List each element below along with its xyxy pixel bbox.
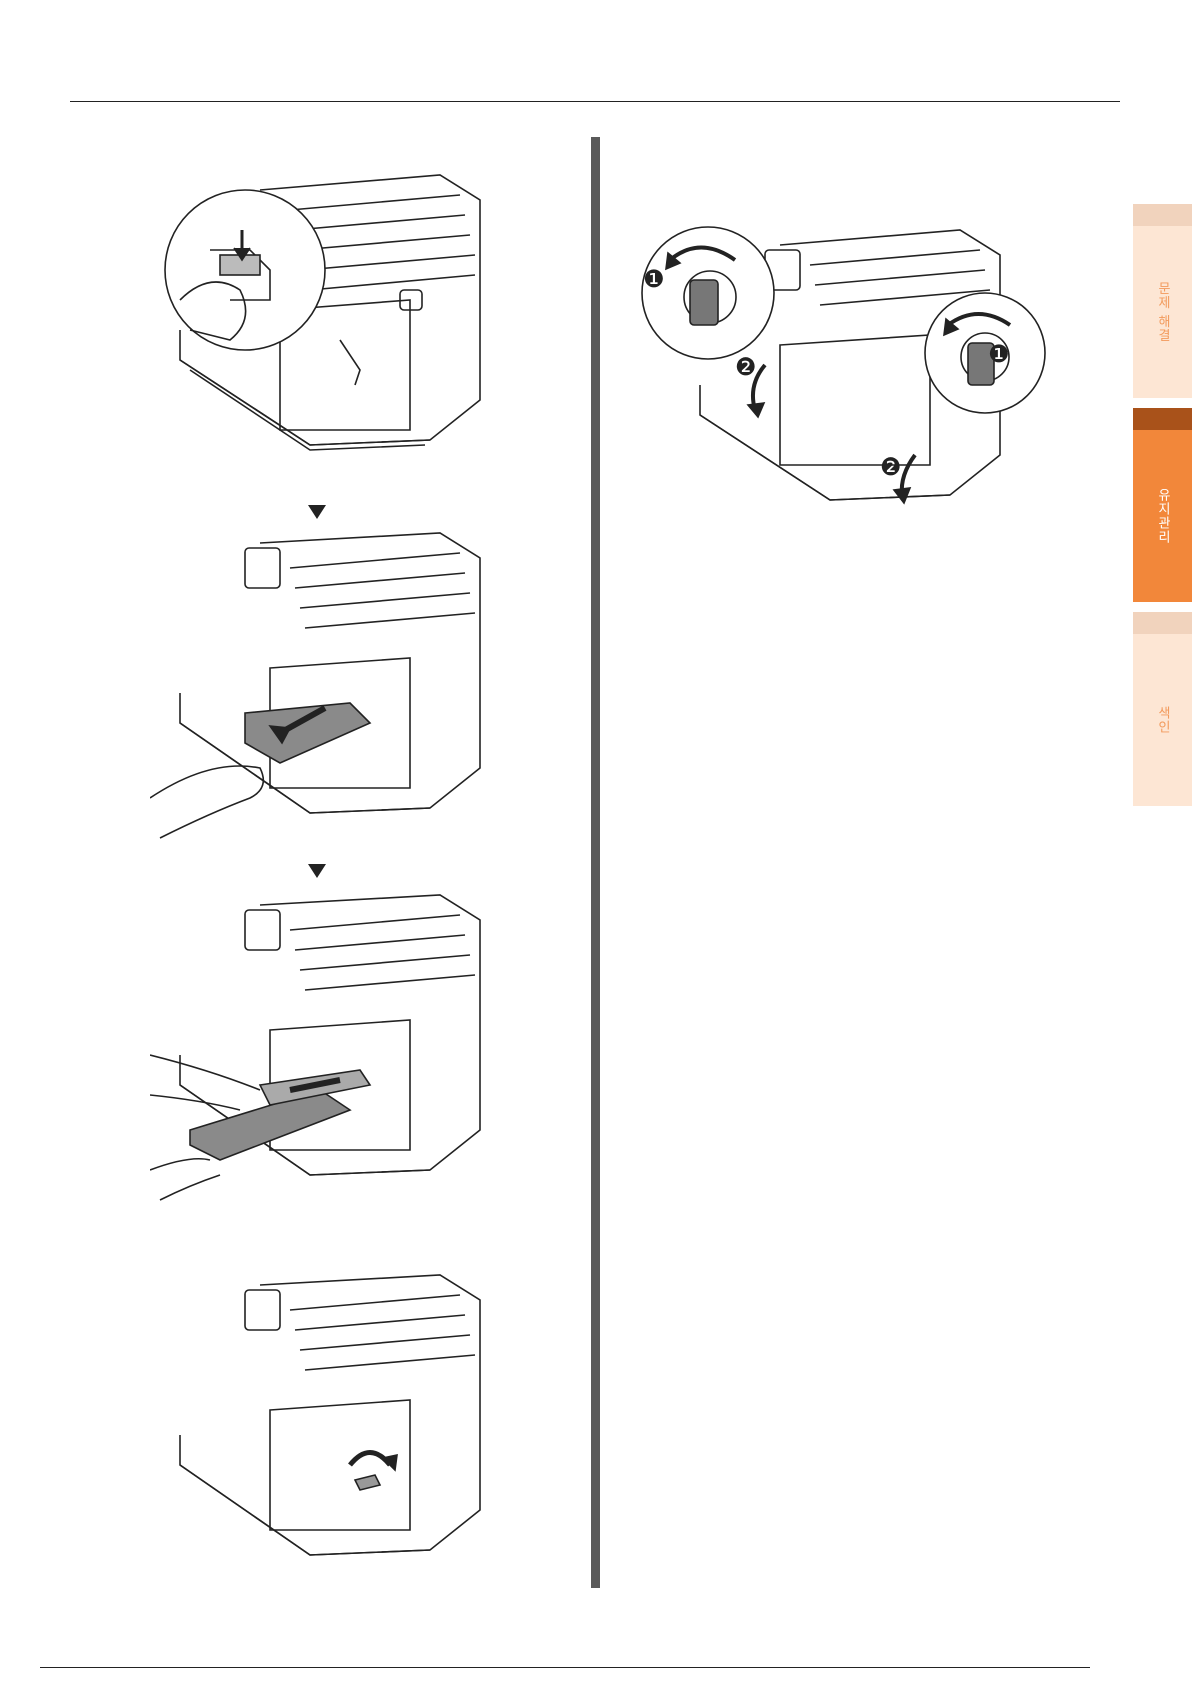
callout-number-1-right: ❶ xyxy=(988,340,1010,368)
tab-troubleshooting[interactable]: 문제 해결 xyxy=(1133,204,1192,398)
footer-rule xyxy=(40,1667,1090,1668)
illustration-press-latch xyxy=(160,170,490,482)
zoom-callout-left xyxy=(642,227,774,359)
callout-number-2-right: ❷ xyxy=(880,453,902,481)
tab-label: 색인 xyxy=(1153,706,1172,734)
column-divider xyxy=(591,137,600,1588)
tab-label: 문제 해결 xyxy=(1153,281,1172,342)
callout-number-1-left: ❶ xyxy=(643,265,665,293)
zoom-callout-right xyxy=(925,293,1045,413)
next-step-arrow-icon xyxy=(308,505,326,519)
header-rule xyxy=(70,101,1120,102)
illustration-remove-box xyxy=(150,890,490,1210)
tab-body: 색인 xyxy=(1133,634,1192,806)
illustration-turn-knob xyxy=(175,1270,490,1582)
tab-body: 유지관리 xyxy=(1133,430,1192,602)
illustration-unlock-knobs: ❶ ❶ ❷ ❷ xyxy=(630,225,1050,535)
callout-number-2-left: ❷ xyxy=(735,353,757,381)
tab-cap xyxy=(1133,612,1192,634)
tab-body: 문제 해결 xyxy=(1133,226,1192,398)
tab-maintenance[interactable]: 유지관리 xyxy=(1133,408,1192,602)
tab-index[interactable]: 색인 xyxy=(1133,612,1192,806)
zoom-callout-circle xyxy=(165,190,325,350)
tab-cap xyxy=(1133,408,1192,430)
tab-cap xyxy=(1133,204,1192,226)
tab-label: 유지관리 xyxy=(1153,488,1172,544)
illustration-pull-box xyxy=(150,528,490,848)
next-step-arrow-icon xyxy=(308,864,326,878)
